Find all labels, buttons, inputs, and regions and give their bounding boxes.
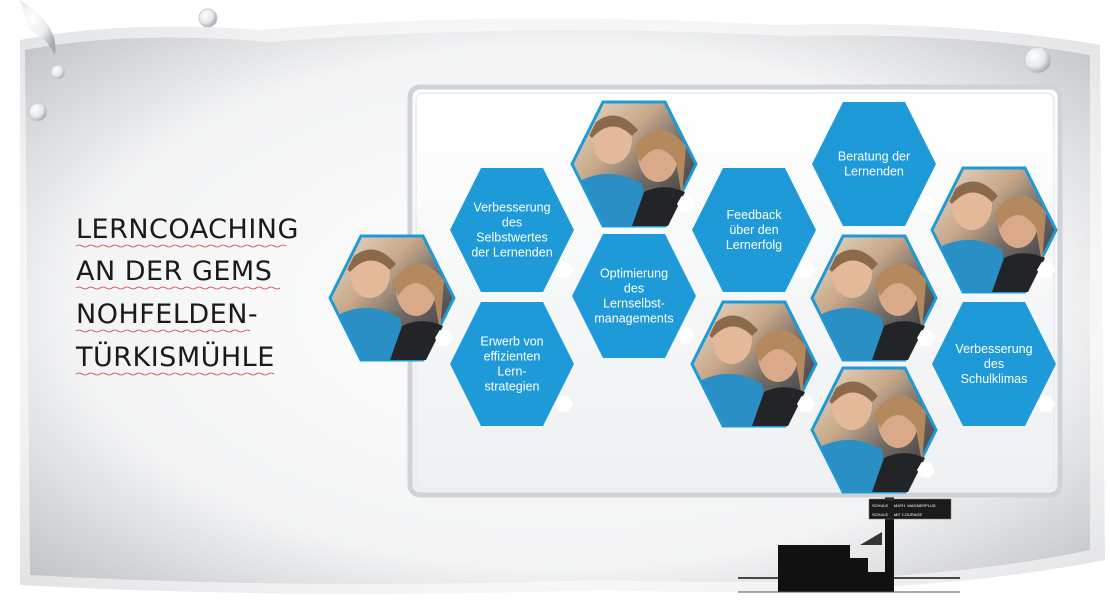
hexagon-label-line: Verbesserung xyxy=(955,342,1032,356)
hexagon-label-line: Erwerb von xyxy=(480,335,543,349)
connector-hexagon-icon xyxy=(555,262,573,278)
hexagon-label-line: Lernerfolg xyxy=(726,238,782,252)
logo-row2-right: MIT COURAGE xyxy=(894,512,922,517)
water-drop-icon xyxy=(50,64,66,80)
hexagon-shape xyxy=(450,302,574,426)
stand-detail xyxy=(860,532,882,545)
logo-row1-right: MATH. WAGNERPLUS xyxy=(894,503,936,508)
hexagon-label-line: strategien xyxy=(485,380,540,394)
connector-hexagon-icon xyxy=(917,330,935,346)
hexagon-label-line: Lern- xyxy=(497,365,526,379)
hexagon-shape xyxy=(450,168,574,292)
photo-detail xyxy=(874,263,926,332)
hexagon-label-line: effizienten xyxy=(484,350,541,364)
spellcheck-underline xyxy=(75,286,281,290)
photo-hexagon-5 xyxy=(810,366,938,494)
photo-detail xyxy=(706,315,758,338)
photo-detail xyxy=(874,395,926,464)
water-drop-icon xyxy=(20,0,56,55)
water-drop-icon xyxy=(198,8,218,28)
connector-hexagon-icon xyxy=(797,396,815,412)
hexagon-label-line: Verbesserung xyxy=(473,201,550,215)
title-line-4: TÜRKISMÜHLE xyxy=(75,341,275,373)
title-line-2: AN DER GEMS xyxy=(76,256,272,287)
logo-row1-left: SCHULE xyxy=(872,503,889,508)
hexagon-label-line: des xyxy=(984,357,1004,371)
photo-detail xyxy=(344,249,396,272)
hexagon-label-line: Beratung der xyxy=(838,150,910,164)
water-drop-icon xyxy=(28,102,48,122)
photo-detail xyxy=(754,329,806,398)
photo-detail xyxy=(946,181,998,204)
hexagon-label-line: managements xyxy=(594,312,673,326)
hexagon-label-line: der Lernenden xyxy=(471,246,552,260)
hexagon-shape xyxy=(572,234,696,358)
connector-hexagon-icon xyxy=(917,196,935,212)
spellcheck-underline xyxy=(75,244,287,248)
hexagon-label-line: Feedback xyxy=(727,208,783,222)
board-stand xyxy=(738,492,960,593)
hexagon-label-line: des xyxy=(624,282,644,296)
hexagon-label-line: Optimierung xyxy=(600,267,668,281)
slide-title: LERNCOACHING AN DER GEMS NOHFELDEN- TÜRK… xyxy=(75,214,299,376)
stand-base xyxy=(778,545,890,592)
photo-detail xyxy=(634,129,686,198)
water-drops xyxy=(20,0,1052,122)
stand-pole xyxy=(885,492,894,592)
photo-detail xyxy=(586,115,638,138)
spellcheck-underline xyxy=(75,372,275,376)
hexagon-shape xyxy=(812,102,936,226)
hexagon-label-line: über den xyxy=(729,223,778,237)
hexagon-label-line: Lernenden xyxy=(844,165,904,179)
connector-hexagon-icon xyxy=(677,328,695,344)
hexagon-label-line: Lernselbst- xyxy=(603,297,665,311)
school-logo: SCHULE MATH. WAGNERPLUS SCHULE MIT COURA… xyxy=(868,498,952,520)
hexagon-label-line: des xyxy=(502,216,522,230)
hexagon-shape xyxy=(932,302,1056,426)
connector-hexagon-icon xyxy=(677,196,695,212)
photo-detail xyxy=(994,195,1046,264)
photo-detail xyxy=(826,381,878,404)
connector-hexagon-icon xyxy=(1037,262,1055,278)
hexagon-label-line: Selbstwertes xyxy=(476,231,548,245)
title-line-3: NOHFELDEN- xyxy=(76,299,258,330)
title-line-1: LERNCOACHING xyxy=(76,214,299,245)
connector-hexagon-icon xyxy=(917,462,935,478)
water-drop-icon xyxy=(1024,46,1052,74)
logo-sign xyxy=(868,498,952,520)
photo-hexagon-1 xyxy=(328,234,456,362)
logo-row2-left: SCHULE xyxy=(872,512,889,517)
connector-hexagon-icon xyxy=(555,396,573,412)
spellcheck-underline xyxy=(75,329,251,333)
connector-hexagon-icon xyxy=(1037,396,1055,412)
photo-hexagon-2 xyxy=(570,100,698,228)
connector-hexagon-icon xyxy=(797,262,815,278)
photo-detail xyxy=(392,263,444,332)
photo-detail xyxy=(826,249,878,272)
hexagon-label-line: Schulklimas xyxy=(961,372,1028,386)
hexagon-shape xyxy=(692,168,816,292)
connector-hexagon-icon xyxy=(435,330,453,346)
